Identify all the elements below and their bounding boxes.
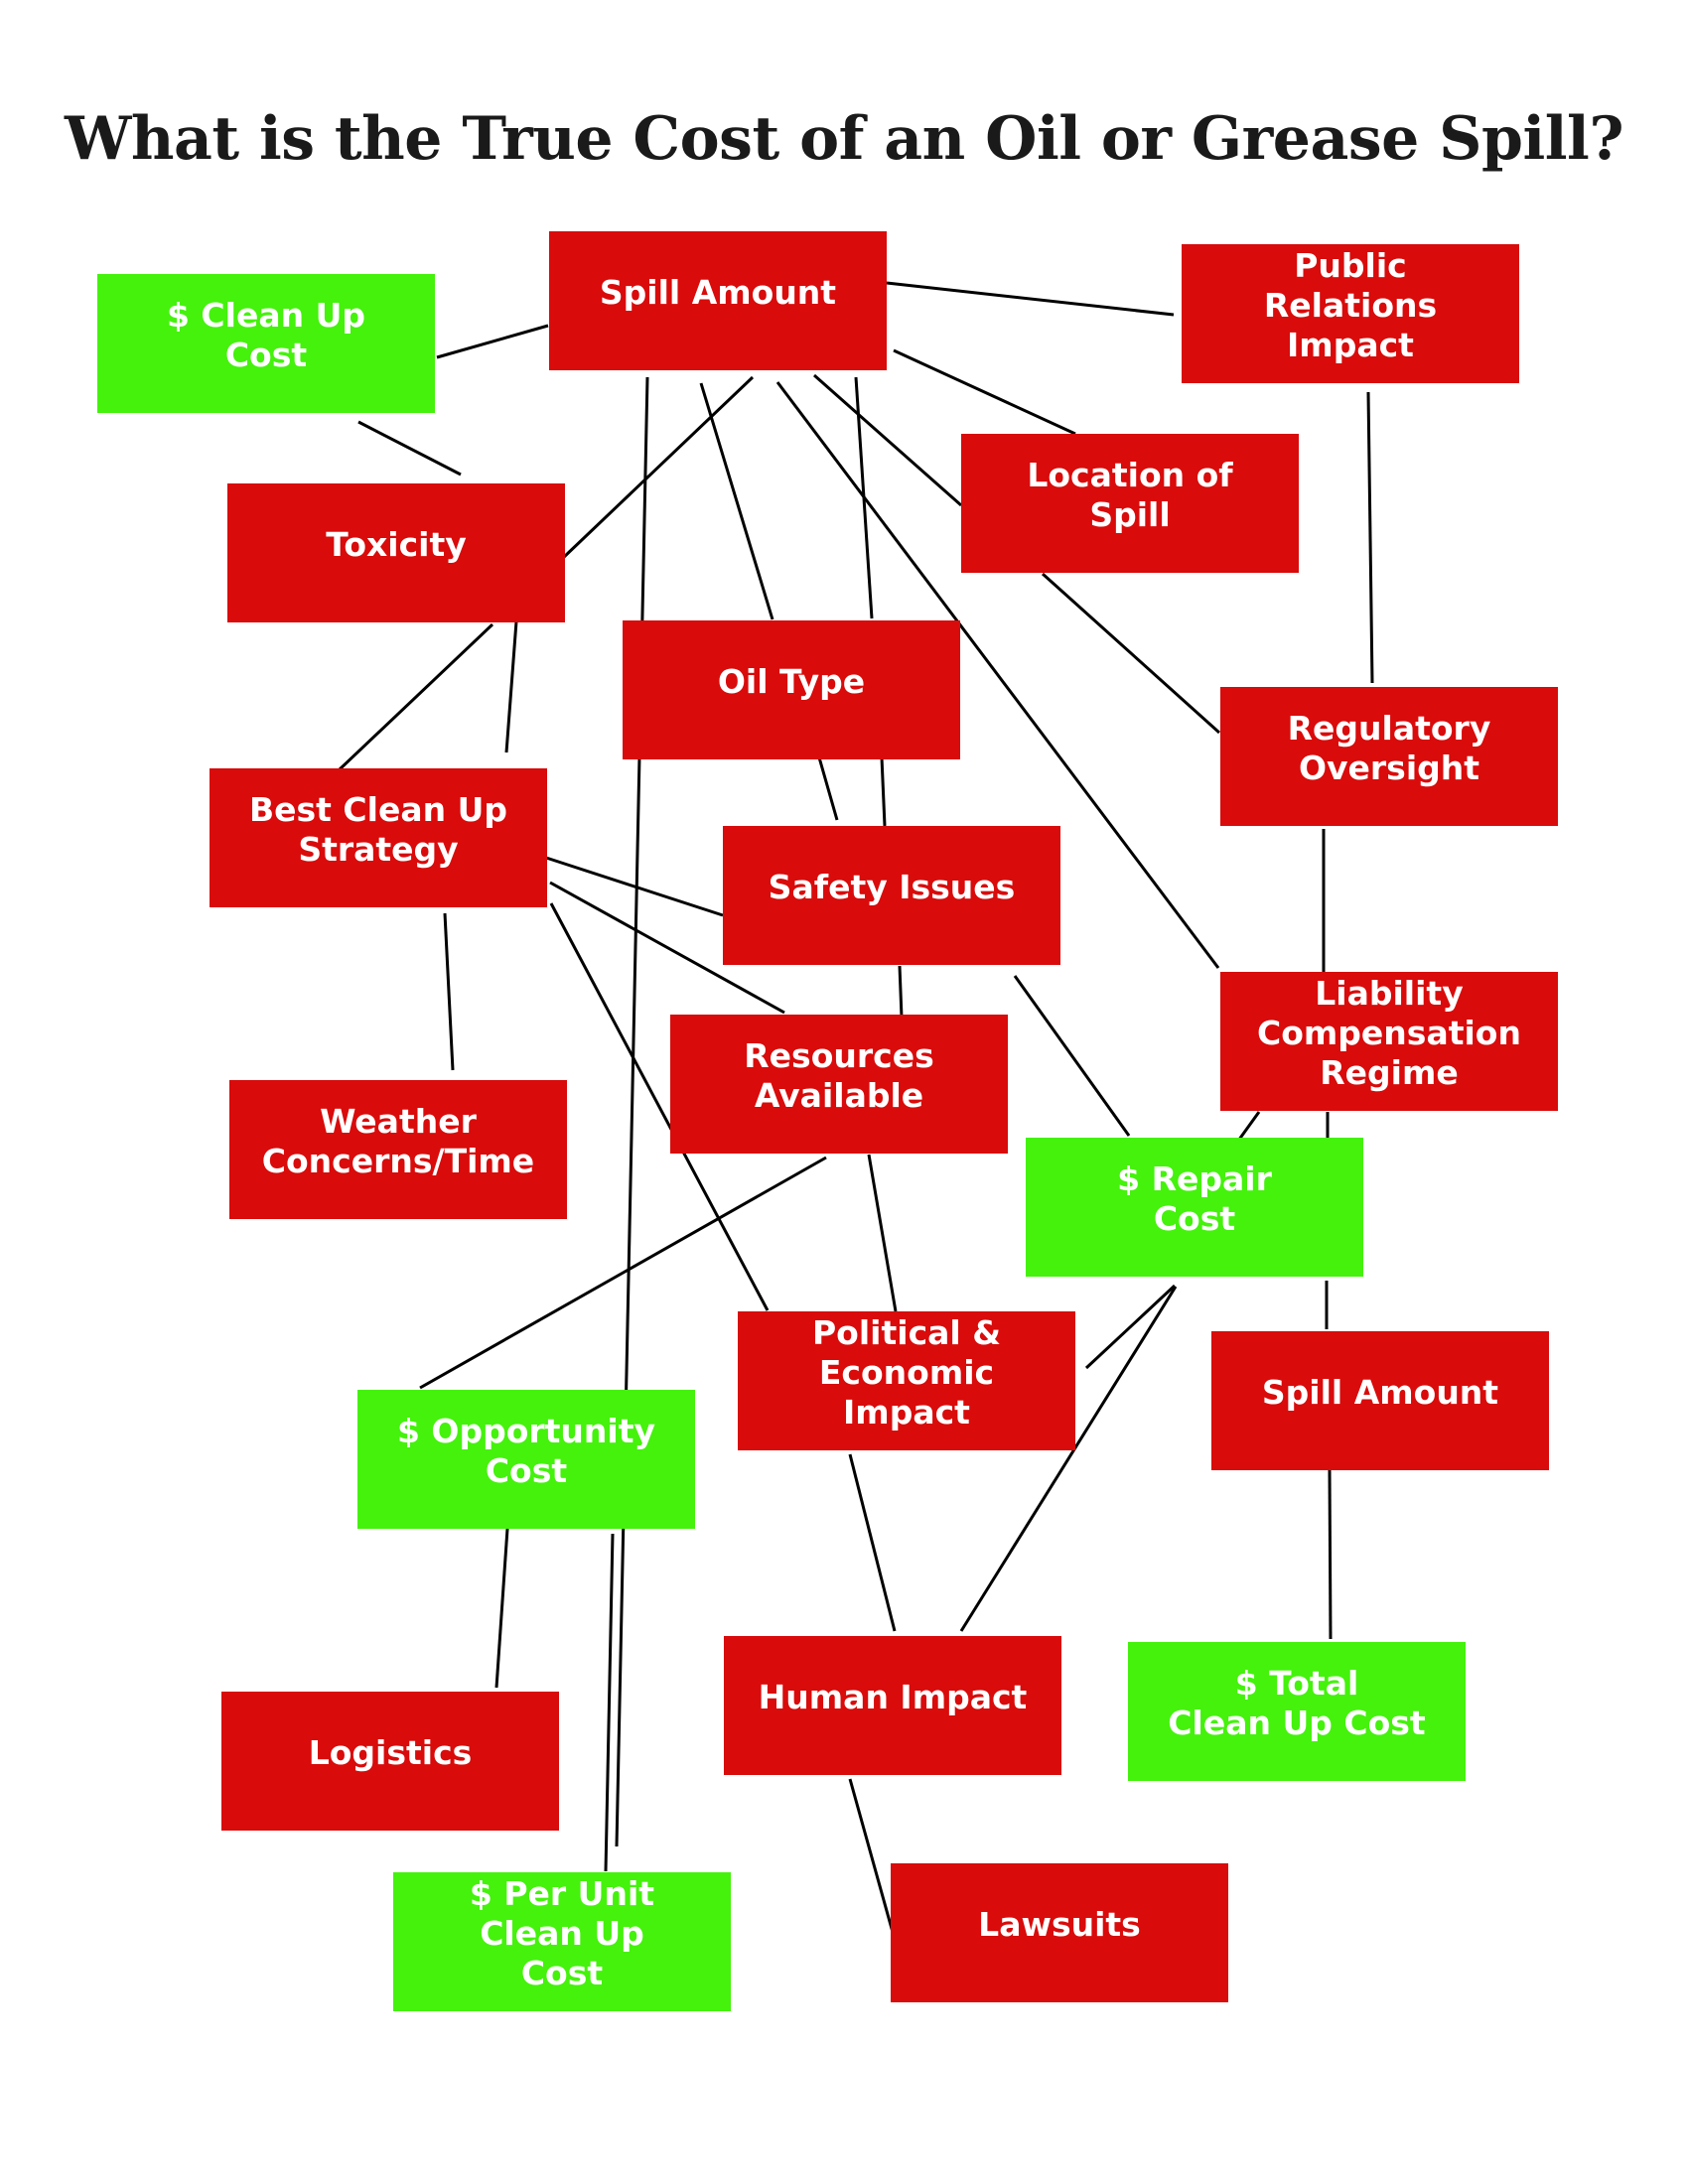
weather-concerns-node: Weather Concerns/Time: [229, 1080, 567, 1219]
connector-line: [898, 965, 904, 1019]
logistics-node: Logistics: [221, 1692, 559, 1831]
connector-line: [893, 348, 1076, 436]
connector-line: [615, 376, 649, 1847]
best-clean-up-strategy-node: Best Clean Up Strategy: [210, 768, 547, 907]
oil-type-node: Oil Type: [623, 620, 960, 759]
connector-line: [1041, 572, 1221, 735]
connector-line: [880, 756, 887, 827]
political-economic-impact-node: Political & Economic Impact: [738, 1311, 1075, 1450]
connector-line: [959, 1286, 1178, 1632]
connector-line: [436, 324, 549, 359]
per-unit-clean-up-cost-node: $ Per Unit Clean Up Cost: [393, 1872, 731, 2011]
connector-line: [561, 375, 755, 560]
total-clean-up-cost-node: $ Total Clean Up Cost: [1128, 1642, 1466, 1781]
connector-line: [867, 1154, 898, 1312]
connector-line: [848, 1453, 897, 1632]
liability-compensation-regime-node: Liability Compensation Regime: [1220, 972, 1558, 1111]
lawsuits-node: Lawsuits: [891, 1863, 1228, 2002]
connector-line: [494, 1528, 509, 1689]
human-impact-node: Human Impact: [724, 1636, 1061, 1775]
spill-amount-node: Spill Amount: [549, 231, 887, 370]
connector-line: [886, 281, 1175, 317]
connector-line: [1013, 975, 1131, 1137]
connector-line: [813, 373, 962, 507]
toxicity-node: Toxicity: [227, 483, 565, 622]
repair-cost-node: $ Repair Cost: [1026, 1138, 1363, 1277]
opportunity-cost-node: $ Opportunity Cost: [357, 1390, 695, 1529]
resources-available-node: Resources Available: [670, 1015, 1008, 1154]
connector-line: [1084, 1284, 1177, 1370]
connector-line: [817, 756, 839, 821]
connector-line: [604, 1533, 615, 1872]
connector-line: [357, 420, 462, 477]
connector-line: [549, 902, 770, 1311]
public-relations-impact-node: Public Relations Impact: [1182, 244, 1519, 383]
safety-issues-node: Safety Issues: [723, 826, 1060, 965]
page-title: What is the True Cost of an Oil or Greas…: [64, 104, 1624, 174]
connector-line: [549, 881, 785, 1015]
spill-amount-bottom-node: Spill Amount: [1211, 1331, 1549, 1470]
connector-line: [419, 1156, 827, 1390]
connector-line: [504, 620, 518, 753]
connector-line: [699, 382, 774, 620]
connector-line: [545, 856, 724, 917]
connector-line: [848, 1778, 896, 1937]
connector-line: [1366, 391, 1374, 684]
connector-line: [1328, 1468, 1333, 1640]
clean-up-cost-node: $ Clean Up Cost: [97, 274, 435, 413]
location-of-spill-node: Location of Spill: [961, 434, 1299, 573]
regulatory-oversight-node: Regulatory Oversight: [1220, 687, 1558, 826]
connector-line: [775, 381, 1220, 969]
connector-line: [443, 912, 455, 1071]
connector-line: [338, 622, 494, 771]
